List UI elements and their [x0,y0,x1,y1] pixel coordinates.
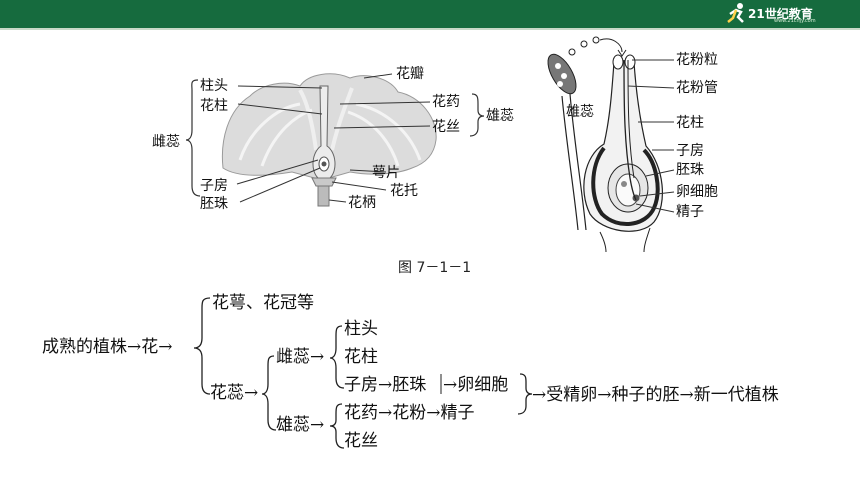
logo-url: www.21cnjy.com [774,18,816,24]
label-stamen-2: 雄蕊 [566,104,594,120]
flow-result: →受精卵→种子的胚→新一代植株 [532,385,779,405]
flow-stamen: 雄蕊→ [276,415,324,435]
label-ovary-2: 子房 [676,143,704,159]
pollen-tube-shape [623,59,637,201]
flow-pistil: 雌蕊→ [276,347,324,367]
label-ovule-2: 胚珠 [676,162,704,178]
label-stalk: 花柄 [348,195,376,211]
flow-rui: 花蕊→ [210,383,258,403]
label-pollen-grain: 花粉粒 [676,52,718,68]
flow-egg: →卵细胞 [443,375,508,395]
label-style: 花柱 [200,98,228,114]
flow-plant: 成熟的植株→花→ [42,336,173,357]
flow-brace-merge [517,373,533,415]
flow-brace-main [193,297,211,395]
label-sperm: 精子 [676,204,704,220]
header-bar [0,0,860,28]
flow-anther: 花药→花粉→精子 [344,403,475,423]
flow-brace-pistil [329,325,345,389]
logo-text: 21世纪教育 [748,7,813,21]
flow-calyx: 花萼、花冠等 [212,293,314,313]
pollen-arrow [599,38,623,53]
flow-stigma: 柱头 [344,319,378,339]
flow-style: 花柱 [344,347,378,367]
flow-chart: 成熟的植株→花→ 花萼、花冠等 花蕊→ 雌蕊→ 雄蕊→ 柱头 花柱 子房→胚珠 … [42,293,779,451]
flow-brace-rui [261,355,277,431]
runner-logo-icon [727,3,744,23]
flow-ovary: 子房→胚珠 [344,375,426,395]
flower-petals [221,73,437,181]
flow-filament: 花丝 [344,431,378,451]
header-divider [0,28,860,30]
label-petal: 花瓣 [396,66,424,82]
label-ovule: 胚珠 [200,196,228,212]
label-pistil: 雌蕊 [152,134,180,150]
fertilization-figure: 花粉粒 花粉管 花柱 子房 胚珠 卵细胞 精子 雄蕊 [547,36,718,253]
label-stigma: 柱头 [200,78,228,94]
figure-caption: 图 7－1－1 [398,260,471,276]
label-sepal: 萼片 [372,165,400,181]
pistil-brace [185,79,201,197]
label-filament: 花丝 [432,119,460,135]
label-pollen-tube: 花粉管 [676,80,718,96]
label-style-2: 花柱 [676,115,704,131]
flow-brace-stamen [329,403,345,449]
label-egg-cell: 卵细胞 [676,184,718,200]
label-ovary: 子房 [200,178,228,194]
stamen-brace [469,93,485,137]
stalk-shape [317,185,330,207]
label-stamen: 雄蕊 [486,108,514,124]
receptacle-shape [311,177,337,187]
label-receptacle: 花托 [390,183,418,199]
label-anther: 花药 [432,94,460,110]
flower-section-figure: 柱头 花柱 雌蕊 子房 胚珠 花瓣 花药 花丝 雄蕊 萼片 花托 花柄 [152,66,514,212]
